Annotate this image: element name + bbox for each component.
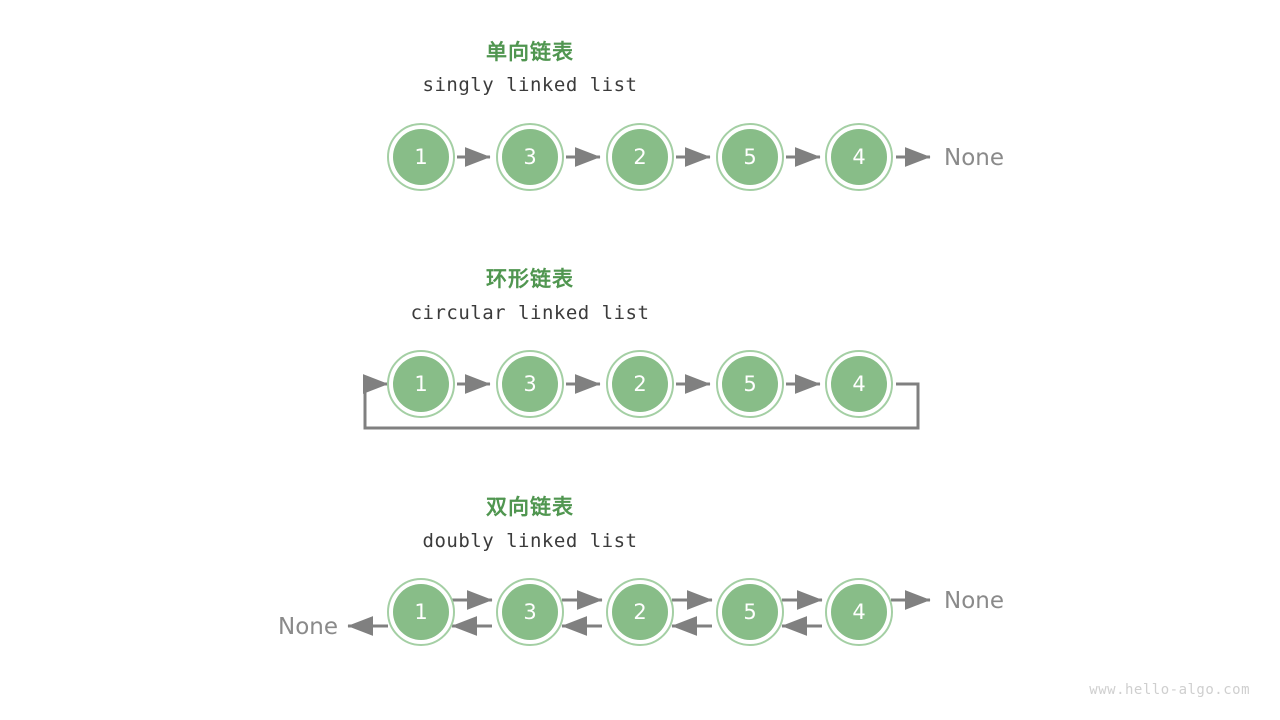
list-node: 3 xyxy=(496,578,564,646)
node-value: 5 xyxy=(743,145,756,169)
circular-list-subtitle: circular linked list xyxy=(410,302,650,324)
node-value: 4 xyxy=(852,145,865,169)
node-value: 3 xyxy=(523,600,536,624)
doubly-list-title: 双向链表 xyxy=(486,495,574,519)
list-node: 2 xyxy=(606,350,674,418)
node-value: 3 xyxy=(523,372,536,396)
circular-list-title: 环形链表 xyxy=(486,267,574,291)
list-node: 1 xyxy=(387,578,455,646)
doubly-tail-none-label: None xyxy=(944,588,1004,614)
circular-wrap-link xyxy=(362,374,920,430)
circular-list-nodes: 1 3 2 5 4 xyxy=(387,350,893,418)
singly-list-subtitle: singly linked list xyxy=(422,74,638,96)
list-node: 4 xyxy=(825,578,893,646)
node-value: 4 xyxy=(852,600,865,624)
node-value: 1 xyxy=(414,600,427,624)
doubly-list-subtitle: doubly linked list xyxy=(422,530,638,552)
list-node: 4 xyxy=(825,123,893,191)
list-node: 2 xyxy=(606,123,674,191)
node-value: 4 xyxy=(852,372,865,396)
list-node: 1 xyxy=(387,350,455,418)
list-node: 5 xyxy=(716,123,784,191)
list-node: 1 xyxy=(387,123,455,191)
node-value: 1 xyxy=(414,145,427,169)
list-node: 4 xyxy=(825,350,893,418)
node-value: 5 xyxy=(743,372,756,396)
node-value: 2 xyxy=(633,145,646,169)
node-value: 5 xyxy=(743,600,756,624)
node-value: 2 xyxy=(633,600,646,624)
site-watermark: www.hello-algo.com xyxy=(1089,682,1250,698)
singly-tail-none-label: None xyxy=(944,145,1004,171)
list-node: 3 xyxy=(496,350,564,418)
doubly-head-none-label: None xyxy=(278,614,338,640)
circular-list-links xyxy=(362,374,920,430)
list-node: 5 xyxy=(716,578,784,646)
doubly-list-nodes: 1 3 2 5 4 xyxy=(387,578,893,646)
singly-list-title: 单向链表 xyxy=(486,40,574,64)
node-value: 2 xyxy=(633,372,646,396)
list-node: 3 xyxy=(496,123,564,191)
list-node: 2 xyxy=(606,578,674,646)
node-value: 1 xyxy=(414,372,427,396)
list-node: 5 xyxy=(716,350,784,418)
singly-list-nodes: 1 3 2 5 4 xyxy=(387,123,893,191)
node-value: 3 xyxy=(523,145,536,169)
